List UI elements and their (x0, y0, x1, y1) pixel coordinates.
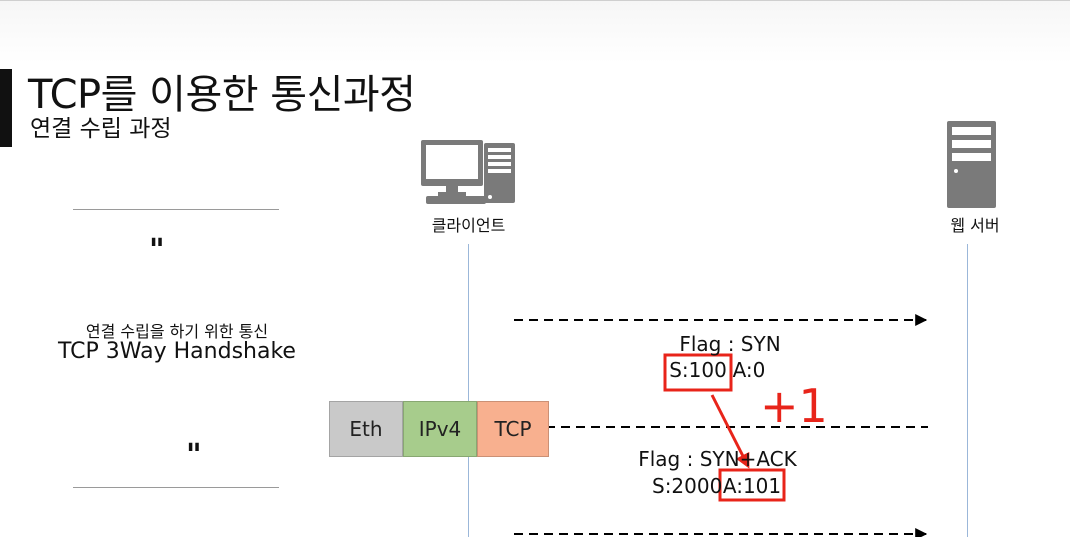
seq-highlight-box (663, 353, 733, 392)
syn-ack-number-label: A:0 (732, 358, 766, 382)
server-tower-icon (947, 121, 996, 208)
client-lifeline (468, 244, 469, 537)
syn-seq-label: S:100 (669, 358, 727, 382)
server-label: 웹 서버 (950, 216, 1000, 235)
increment-arrow (710, 394, 750, 469)
title-accent-bar (0, 69, 12, 147)
quote-line-2: TCP 3Way Handshake (58, 339, 296, 364)
synack-seq-label: S:2000 (652, 474, 723, 498)
packet-stack: Eth IPv4 TCP (329, 401, 549, 457)
ack-highlight-box (718, 468, 786, 502)
server-lifeline (967, 244, 968, 537)
synack-flag-label: Flag : SYN+ACK (638, 447, 797, 471)
synack-ack-number-label: A:101 (722, 474, 782, 498)
packet-segment-tcp: TCP (477, 401, 549, 457)
client-label: 클라이언트 (431, 216, 506, 235)
desktop-computer-icon (421, 140, 515, 204)
page-subtitle: 연결 수립 과정 (30, 116, 172, 142)
syn-flag-label: Flag : SYN (679, 332, 781, 356)
quote-top-divider (73, 209, 279, 210)
packet-segment-ipv4: IPv4 (403, 401, 477, 457)
quote-close-mark: " (186, 438, 202, 473)
packet-segment-eth: Eth (329, 401, 403, 457)
quote-bottom-divider (73, 487, 279, 488)
plus-one-annotation: +1 (760, 379, 828, 433)
quote-open-mark: " (149, 233, 165, 268)
page-title: TCP를 이용한 통신과정 (28, 72, 416, 118)
quote-line-1: 연결 수립을 하기 위한 통신 (85, 322, 269, 341)
header-band (0, 0, 1070, 63)
